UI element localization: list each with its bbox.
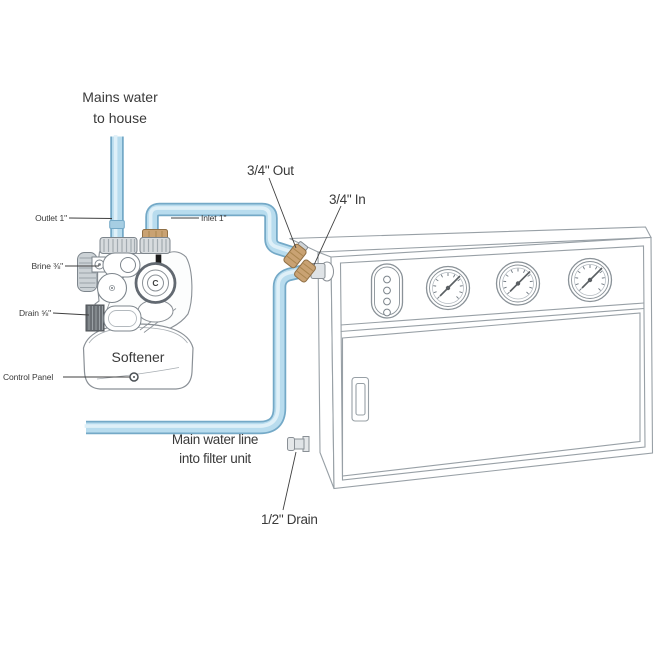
pressure-gauge: [567, 257, 613, 303]
box-inner-panel: [339, 245, 646, 481]
outlet-collar: [99, 237, 138, 254]
box-front-face: [330, 236, 654, 490]
indicator-light: [383, 297, 391, 306]
mains-water-label: Mains water to house: [82, 89, 158, 126]
softener-label: Softener: [111, 349, 165, 365]
gauge-band-line: [340, 307, 645, 333]
out-34-leader: [268, 177, 297, 249]
main-water-line-label: Main water line into filter unit: [171, 432, 259, 466]
pipe-joint-collar: [109, 220, 125, 229]
inlet-label: Inlet 1": [201, 213, 227, 223]
softener-drain-leader: [52, 312, 90, 316]
bypass-knob: C: [134, 262, 177, 323]
leader-lines: [52, 177, 342, 511]
mains-pipe: [109, 135, 125, 241]
indicator-light: [383, 275, 391, 284]
box-door: [341, 312, 641, 477]
main-water-pipe: [84, 264, 304, 435]
inlet-collar: [139, 229, 171, 254]
out-34-label: 3/4" Out: [247, 163, 294, 178]
indicator-light: [383, 286, 391, 295]
timer-dial: [96, 272, 128, 304]
gauge-band-line: [340, 302, 645, 326]
bypass-knob-letter: C: [152, 278, 158, 288]
softener-drain-label: Drain ⅝": [19, 308, 51, 318]
indicator-light: [383, 308, 391, 317]
fitting-34-out: [283, 241, 309, 269]
softener-unit: C: [77, 229, 194, 390]
indicator-light-panel: [370, 263, 404, 319]
softener-feed-pipe: [145, 202, 294, 259]
brine-label: Brine ⅜": [31, 261, 63, 271]
filter-unit-box: [289, 226, 654, 490]
outlet-label: Outlet 1": [35, 213, 67, 223]
water-pipes: [84, 135, 304, 435]
door-handle-slot: [355, 382, 366, 416]
drain-port: [85, 304, 142, 332]
in-34-leader: [313, 205, 342, 266]
control-panel-label: Control Panel: [3, 372, 54, 382]
outlet-leader: [68, 217, 113, 219]
filter-drain-label: 1/2" Drain: [261, 512, 318, 527]
in-34-label: 3/4" In: [329, 192, 366, 207]
pressure-gauge: [495, 261, 541, 306]
control-panel-seam: [96, 367, 180, 380]
filter-drain-leader: [282, 451, 297, 511]
fitting-12-drain: [287, 436, 310, 452]
pressure-gauge: [425, 265, 471, 311]
fitting-34-in: [294, 259, 334, 283]
